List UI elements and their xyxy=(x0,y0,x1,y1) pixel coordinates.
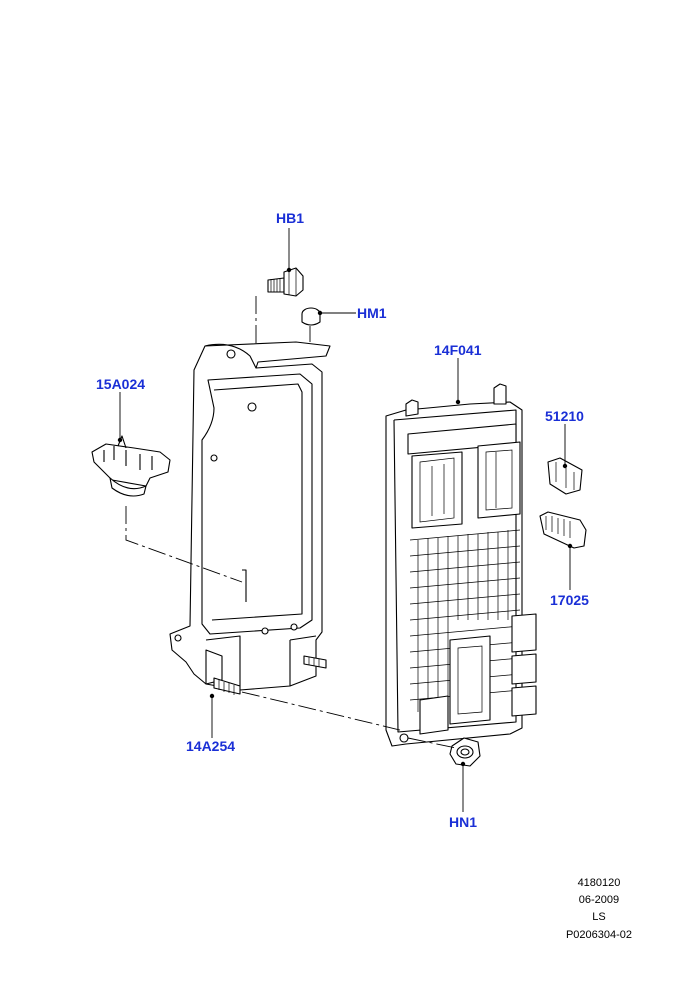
leader-lines xyxy=(117,228,573,812)
reference-number: 4180120 xyxy=(577,877,621,889)
reference-date: 06-2009 xyxy=(578,894,620,906)
callout-14f041[interactable]: 14F041 xyxy=(434,342,482,358)
nut-hm1-part xyxy=(301,307,321,326)
reference-illustration-id: P0206304-02 xyxy=(565,929,632,941)
mounting-bracket-part xyxy=(169,341,331,695)
callout-17025[interactable]: 17025 xyxy=(550,592,589,608)
bolt-hb1-part xyxy=(267,267,304,297)
fusebox-14f041-part xyxy=(385,383,537,747)
fuse-17025-part xyxy=(539,511,587,549)
callout-14a254[interactable]: 14A254 xyxy=(186,738,236,754)
reference-model: LS xyxy=(592,911,606,923)
callout-51210[interactable]: 51210 xyxy=(545,408,584,424)
callout-hb1[interactable]: HB1 xyxy=(276,210,305,226)
callout-15a024[interactable]: 15A024 xyxy=(96,376,146,392)
clip-15a024-part xyxy=(91,435,171,497)
fuse-51210-part xyxy=(547,457,583,495)
callout-hn1[interactable]: HN1 xyxy=(449,814,478,830)
callout-hm1[interactable]: HM1 xyxy=(357,305,387,321)
assembly-lines xyxy=(125,296,457,749)
nut-hn1-part xyxy=(449,737,481,767)
